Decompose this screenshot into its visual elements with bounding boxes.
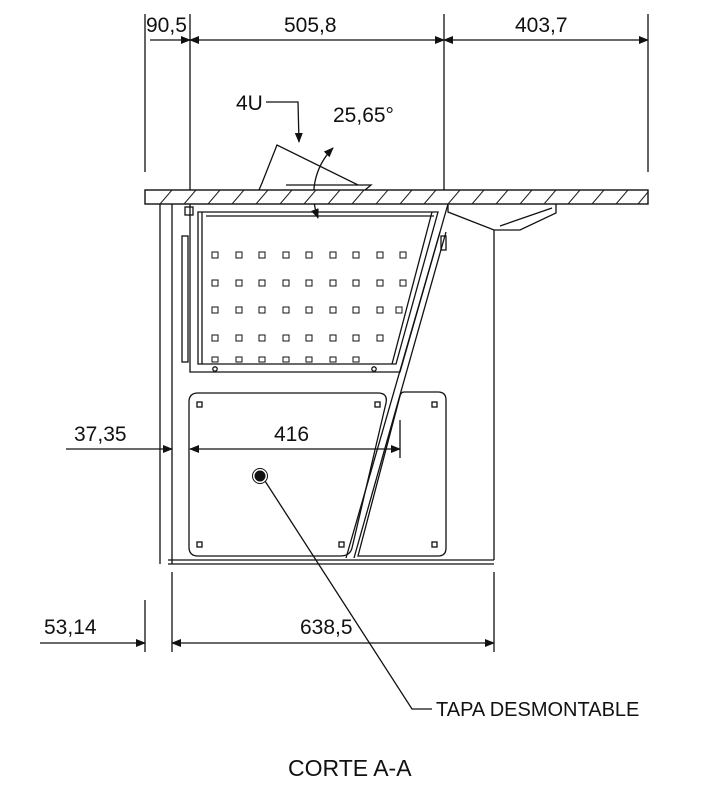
- section-title: CORTE A-A: [288, 755, 412, 781]
- slot-leader: [266, 101, 303, 143]
- dim-top-middle: 505,8: [284, 14, 337, 37]
- callout-leader: [264, 480, 432, 710]
- desk-bracket: [447, 204, 557, 231]
- panel-knob: [254, 470, 266, 482]
- removable-panel-right: [357, 391, 447, 557]
- dim-top-left: 90,5: [146, 14, 187, 37]
- angle-arc: [311, 147, 334, 219]
- callout-label: TAPA DESMONTABLE: [436, 699, 639, 721]
- removable-panel-left: [188, 392, 387, 557]
- bottom-dimension-lines: [40, 572, 495, 652]
- slot-label: 4U: [236, 92, 263, 115]
- dim-top-right: 403,7: [515, 14, 568, 37]
- tilted-device: [258, 144, 373, 191]
- rack-frame: [184, 203, 449, 373]
- panel-knob-ring: [252, 468, 268, 484]
- dim-outer-offset: 53,14: [44, 616, 97, 639]
- dim-panel-width: 416: [274, 423, 309, 446]
- desk-top: [144, 189, 649, 205]
- panel-dimension-lines: [66, 420, 401, 458]
- dim-inner-offset: 37,35: [74, 423, 127, 446]
- top-dimension-lines: [144, 14, 649, 200]
- angle-label: 25,65°: [333, 104, 394, 127]
- perforation-grid: [211, 251, 407, 363]
- cabinet-body: [159, 204, 495, 565]
- dim-overall-width: 638,5: [300, 616, 353, 639]
